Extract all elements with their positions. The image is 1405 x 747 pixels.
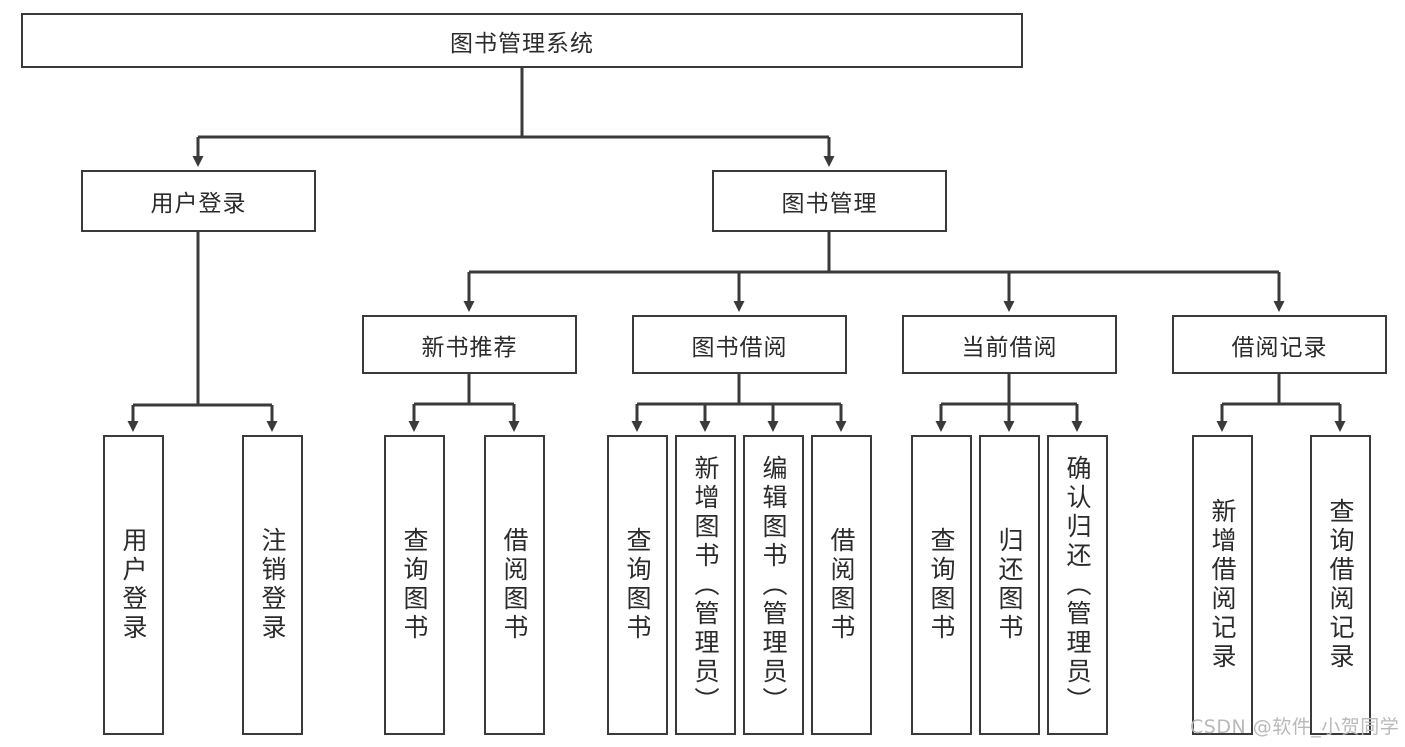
node-root-label: 图书管理系统 <box>450 30 594 57</box>
leaf-query-record-label: 查询借阅记录 <box>1326 498 1355 672</box>
leaf-borrow-book-2-label: 借阅图书 <box>827 527 856 643</box>
leaf-query-record[interactable]: 查询借阅记录 <box>1310 435 1371 735</box>
node-root[interactable]: 图书管理系统 <box>21 13 1023 68</box>
node-user-login-label: 用户登录 <box>150 191 247 217</box>
leaf-borrow-book-1[interactable]: 借阅图书 <box>484 435 545 735</box>
leaf-add-record-label: 新增借阅记录 <box>1208 498 1237 672</box>
leaf-add-book[interactable]: 新增图书（管理员） <box>675 435 736 735</box>
node-book-manage[interactable]: 图书管理 <box>712 170 947 232</box>
leaf-add-book-label: 新增图书（管理员） <box>691 454 720 716</box>
node-book-borrow-label: 图书借阅 <box>691 334 788 361</box>
leaf-confirm-return[interactable]: 确认归还（管理员） <box>1047 435 1108 735</box>
node-new-book-recommend-label: 新书推荐 <box>421 334 518 361</box>
leaf-confirm-return-label: 确认归还（管理员） <box>1063 454 1092 716</box>
leaf-query-book-3-label: 查询图书 <box>927 527 956 643</box>
leaf-edit-book-label: 编辑图书（管理员） <box>759 454 788 716</box>
leaf-return-book[interactable]: 归还图书 <box>979 435 1040 735</box>
leaf-edit-book[interactable]: 编辑图书（管理员） <box>743 435 804 735</box>
node-current-borrow[interactable]: 当前借阅 <box>902 315 1117 374</box>
leaf-logout-login[interactable]: 注销登录 <box>242 435 303 735</box>
leaf-return-book-label: 归还图书 <box>995 527 1024 643</box>
leaf-query-book-2[interactable]: 查询图书 <box>607 435 668 735</box>
leaf-query-book-3[interactable]: 查询图书 <box>911 435 972 735</box>
node-borrow-record-label: 借阅记录 <box>1231 334 1328 361</box>
leaf-query-book-1-label: 查询图书 <box>400 527 429 643</box>
node-user-login[interactable]: 用户登录 <box>81 170 316 232</box>
leaf-logout-login-label: 注销登录 <box>258 527 287 643</box>
leaf-user-login[interactable]: 用户登录 <box>103 435 164 735</box>
node-new-book-recommend[interactable]: 新书推荐 <box>362 315 577 374</box>
leaf-user-login-label: 用户登录 <box>119 527 148 643</box>
leaf-add-record[interactable]: 新增借阅记录 <box>1192 435 1253 735</box>
leaf-borrow-book-2[interactable]: 借阅图书 <box>811 435 872 735</box>
node-book-borrow[interactable]: 图书借阅 <box>632 315 847 374</box>
node-book-manage-label: 图书管理 <box>781 191 878 217</box>
leaf-query-book-1[interactable]: 查询图书 <box>384 435 445 735</box>
node-borrow-record[interactable]: 借阅记录 <box>1172 315 1387 374</box>
leaf-query-book-2-label: 查询图书 <box>623 527 652 643</box>
leaf-borrow-book-1-label: 借阅图书 <box>500 527 529 643</box>
watermark-text: CSDN @软件_小贺同学 <box>1190 716 1400 738</box>
node-current-borrow-label: 当前借阅 <box>961 334 1058 361</box>
